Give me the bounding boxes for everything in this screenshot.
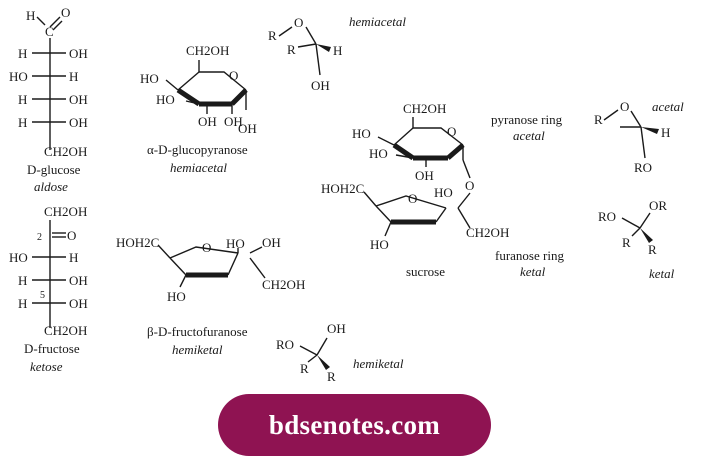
sucrose-name: sucrose: [406, 264, 445, 279]
fructose-c2-number: 2: [37, 232, 42, 243]
glucopyranose-anomeric-oh: OH: [238, 121, 257, 136]
glucose-c6: CH2OH: [44, 144, 87, 159]
hemiacetal-general: R O R H OH hemiacetal: [268, 14, 406, 93]
fructose-c5-right: OH: [69, 296, 88, 311]
acetal-r: R: [594, 112, 603, 127]
hemiacetal-r2: R: [287, 42, 296, 57]
sucrose-furanose-label: furanose ring: [495, 248, 564, 263]
fructofuranose-c2-oh: OH: [262, 235, 281, 250]
fructofuranose-structure: HOH2C O HO OH CH2OH HO β-D-fructofuranos…: [116, 235, 305, 357]
sucrose-bridge-o: O: [465, 178, 474, 193]
glucose-c2-left: H: [18, 46, 27, 61]
hemiketal-general: RO OH R R hemiketal: [276, 321, 404, 384]
acetal-h: H: [661, 125, 670, 140]
fructose-c2-o: O: [67, 228, 76, 243]
ketal-ro: RO: [598, 209, 616, 224]
sucrose-structure: CH2OH O HO HO OH O HOH2C O HO CH2OH HO s…: [321, 101, 564, 279]
ketal-or: OR: [649, 198, 667, 213]
glucose-c2-right: OH: [69, 46, 88, 61]
hemiketal-ro: RO: [276, 337, 294, 352]
hemiacetal-o: O: [294, 15, 303, 30]
acetal-general: R O H RO acetal: [594, 99, 684, 175]
fructofuranose-ch2oh: CH2OH: [262, 277, 305, 292]
site-banner: bdsenotes.com: [218, 394, 491, 456]
hemiacetal-r1: R: [268, 28, 277, 43]
glucopyranose-ring-o: O: [229, 68, 238, 83]
fructose-c1: CH2OH: [44, 204, 87, 219]
glucopyranose-ch2oh: CH2OH: [186, 43, 229, 58]
ketal-r1: R: [622, 235, 631, 250]
sucrose-furanose-type: ketal: [520, 264, 546, 279]
fructose-c3-left: HO: [9, 250, 28, 265]
glucopyranose-c4-oh: HO: [140, 71, 159, 86]
glucose-c3-right: H: [69, 69, 78, 84]
fructose-name: D-fructose: [24, 341, 80, 356]
glucose-c1-c: C: [45, 24, 54, 39]
sucrose-hoh2c: HOH2C: [321, 181, 364, 196]
fructose-class: ketose: [30, 359, 63, 374]
fructofuranose-c2-ho: HO: [226, 236, 245, 251]
glucopyranose-c1-oh: OH: [224, 114, 243, 129]
sucrose-ho-3: HO: [434, 185, 453, 200]
sucrose-ring-o-bottom: O: [408, 191, 417, 206]
fructofuranose-class: hemiketal: [172, 342, 223, 357]
glucose-c5-left: H: [18, 115, 27, 130]
fructose-c4-right: OH: [69, 273, 88, 288]
sucrose-pyranose-label: pyranose ring: [491, 112, 563, 127]
glucose-c1-h: H: [26, 8, 35, 23]
glucose-class: aldose: [34, 179, 68, 194]
glucose-c4-right: OH: [69, 92, 88, 107]
acetal-ro: RO: [634, 160, 652, 175]
sucrose-ch2oh-top: CH2OH: [403, 101, 446, 116]
glucose-c3-left: HO: [9, 69, 28, 84]
fructose-c3-right: H: [69, 250, 78, 265]
glucopyranose-c2-oh: OH: [198, 114, 217, 129]
site-banner-text: bdsenotes.com: [268, 409, 441, 440]
ketal-label: ketal: [649, 266, 675, 281]
sucrose-ch2oh-bottom: CH2OH: [466, 225, 509, 240]
fructose-fischer: CH2OH 2 O HO H H OH 5 H OH CH2OH D-fruct…: [9, 204, 88, 374]
sucrose-ho-4: HO: [370, 237, 389, 252]
fructose-c6: CH2OH: [44, 323, 87, 338]
glucose-name: D-glucose: [27, 162, 81, 177]
fructofuranose-ring-o: O: [202, 240, 211, 255]
fructofuranose-hoh2c: HOH2C: [116, 235, 159, 250]
sucrose-ring-o-top: O: [447, 124, 456, 139]
glucopyranose-name: α-D-glucopyranose: [147, 142, 248, 157]
ketal-general: RO OR R R ketal: [598, 198, 675, 281]
hemiketal-oh: OH: [327, 321, 346, 336]
glucose-c5-right: OH: [69, 115, 88, 130]
fructofuranose-name: β-D-fructofuranose: [147, 324, 248, 339]
glucose-c1-o: O: [61, 5, 70, 20]
hemiacetal-label: hemiacetal: [349, 14, 406, 29]
sucrose-ho-2: HO: [369, 146, 388, 161]
fructofuranose-c4-ho: HO: [167, 289, 186, 304]
fructose-c5-number: 5: [40, 290, 45, 301]
glucose-c4-left: H: [18, 92, 27, 107]
fructose-c5-left: H: [18, 296, 27, 311]
glucopyranose-structure: CH2OH O HO HO OH OH OH α-D-glucopyranose…: [140, 43, 257, 175]
ketal-r2: R: [648, 242, 657, 257]
sucrose-pyranose-type: acetal: [513, 128, 545, 143]
sucrose-ho-1: HO: [352, 126, 371, 141]
hemiketal-r1: R: [300, 361, 309, 376]
glucose-fischer: H O C H OH HO H H OH H OH CH2OH D-glucos…: [9, 5, 88, 194]
hemiacetal-oh: OH: [311, 78, 330, 93]
acetal-label: acetal: [652, 99, 684, 114]
glucopyranose-class: hemiacetal: [170, 160, 227, 175]
acetal-o: O: [620, 99, 629, 114]
hemiacetal-h: H: [333, 43, 342, 58]
glucopyranose-c3-oh: HO: [156, 92, 175, 107]
fructose-c4-left: H: [18, 273, 27, 288]
sucrose-oh-1: OH: [415, 168, 434, 183]
hemiketal-label: hemiketal: [353, 356, 404, 371]
hemiketal-r2: R: [327, 369, 336, 384]
